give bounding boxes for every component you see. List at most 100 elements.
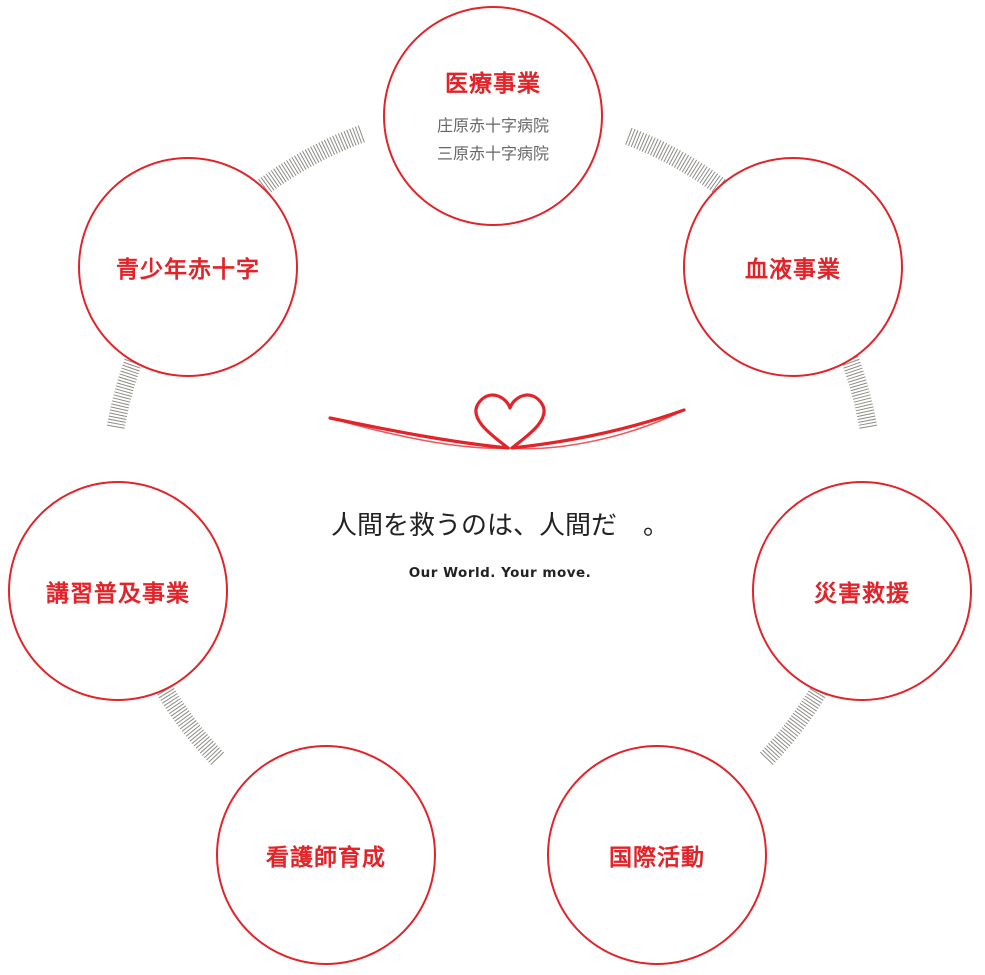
connector-hatch: [172, 707, 188, 720]
node-title: 災害救援: [814, 581, 910, 607]
connector-hatch: [766, 745, 781, 759]
connector-hatch: [115, 385, 134, 392]
connector-hatch: [694, 164, 706, 181]
connector-hatch: [855, 406, 874, 412]
connector-hatch: [168, 703, 185, 715]
connector-hatch: [709, 175, 721, 191]
connector-hatch: [706, 173, 719, 189]
connector-hatch: [804, 695, 821, 707]
connector-hatch: [855, 403, 873, 409]
connector-hatch: [844, 364, 862, 372]
connector-hatch: [854, 400, 873, 406]
connector-hatch: [112, 397, 131, 403]
connector-hatch: [794, 710, 810, 722]
node-title: 国際活動: [609, 845, 705, 871]
connector-hatch: [848, 376, 866, 383]
connector-hatch: [686, 159, 698, 176]
connector-hatch: [845, 367, 863, 375]
connector-hatch: [176, 712, 192, 725]
node-blood-services[interactable]: 血液事業: [683, 157, 903, 377]
connector-hatch: [335, 134, 344, 152]
connector-hatch: [346, 129, 354, 147]
connector-hatch: [663, 145, 673, 163]
connector-hatch: [772, 738, 787, 752]
connector-hatch: [796, 707, 812, 720]
connector-hatch: [109, 409, 128, 415]
connector-hatch: [280, 163, 292, 180]
connector-hatch: [781, 727, 797, 740]
connector-hatch: [268, 171, 280, 188]
connector-hatch: [673, 151, 684, 168]
connector-hatch: [270, 170, 282, 186]
connector-hatch: [323, 139, 333, 157]
connector-hatch: [759, 751, 774, 765]
connector-hatch: [357, 125, 365, 143]
connector-hatch: [332, 135, 341, 153]
connector-hatch: [191, 731, 207, 745]
node-international-activities[interactable]: 国際活動: [547, 745, 767, 965]
connector-hatch: [684, 157, 695, 174]
connector-hatch: [283, 161, 294, 178]
connector-hatch: [174, 710, 190, 722]
connector-hatch: [625, 127, 633, 145]
connector-hatch: [790, 715, 806, 727]
node-medical-services[interactable]: 医療事業 庄原赤十字病院 三原赤十字病院: [383, 6, 603, 226]
node-title: 青少年赤十字: [116, 257, 260, 283]
connector-hatch: [852, 391, 870, 397]
connector-hatch: [185, 724, 201, 737]
node-junior-red-cross[interactable]: 青少年赤十字: [78, 157, 298, 377]
connector-hatch: [265, 173, 277, 189]
node-nurse-training[interactable]: 看護師育成: [216, 745, 436, 965]
connector-hatch: [275, 166, 287, 183]
connector-hatch: [647, 137, 656, 155]
connector-hatch: [776, 733, 791, 747]
connector-hatch: [774, 736, 789, 749]
connector-hatch: [167, 700, 183, 712]
connector-hatch: [340, 132, 349, 150]
connector-hatch: [797, 705, 814, 717]
connector-hatch: [107, 418, 126, 423]
connector-hatch: [326, 138, 336, 156]
connector-hatch: [779, 729, 795, 742]
connector-hatch: [770, 740, 785, 754]
node-training-courses[interactable]: 講習普及事業: [8, 481, 228, 701]
connector-hatch: [799, 703, 816, 715]
connector-hatch: [655, 141, 665, 159]
connector-hatch: [294, 155, 304, 172]
connector-hatch: [318, 142, 328, 159]
connector-hatch: [857, 415, 876, 421]
connector-hatch: [652, 140, 662, 157]
connector-hatch: [106, 424, 125, 429]
connector-hatch: [850, 385, 869, 392]
connector-hatch: [343, 130, 352, 148]
hospital-item: 庄原赤十字病院: [436, 116, 549, 135]
connector-hatch: [118, 376, 136, 383]
connector-hatch: [666, 147, 676, 164]
connector-hatch: [809, 687, 826, 699]
connector-hatch: [193, 733, 208, 747]
connector-hatch: [278, 164, 289, 181]
connector-hatch: [183, 722, 199, 735]
connector-hatch: [122, 364, 140, 372]
connector-hatch: [852, 394, 871, 400]
connector-hatch: [114, 391, 132, 397]
connector-hatch: [179, 717, 195, 730]
connector-hatch: [315, 143, 325, 161]
connector-hatch: [789, 717, 805, 730]
connector-hatch: [286, 160, 297, 176]
connector-hatch: [676, 153, 687, 170]
connector-hatch: [170, 705, 187, 717]
connector-hatch: [352, 127, 360, 145]
connector-hatch: [644, 136, 653, 154]
connector-hatch: [329, 137, 338, 154]
connector-hatch: [110, 406, 129, 412]
connector-hatch: [116, 382, 135, 389]
connector-hatch: [785, 722, 801, 735]
center-message: 人間を救うのは、人間だ 。 Our World. Your move.: [300, 380, 700, 600]
connector-hatch: [119, 373, 137, 380]
connector-hatch: [260, 177, 273, 193]
node-disaster-relief[interactable]: 災害救援: [752, 481, 972, 701]
connector-hatch: [787, 720, 803, 732]
connector-hatch: [849, 382, 868, 389]
connector-hatch: [639, 133, 648, 151]
